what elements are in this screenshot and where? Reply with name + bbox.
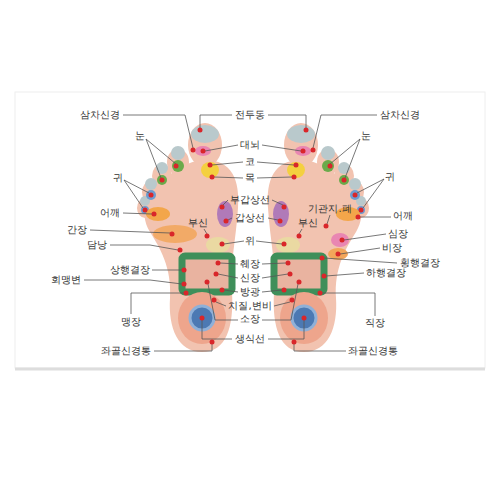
part-label: 소장 — [240, 313, 260, 325]
part-label: 상행결장 — [110, 264, 150, 276]
part-label: 좌골신경통 — [348, 345, 398, 357]
part-label: 눈 — [135, 130, 145, 142]
part-label: 췌장 — [240, 258, 260, 270]
part-label: 하행결장 — [366, 267, 406, 279]
part-label: 치질,변비 — [228, 300, 271, 312]
part-label: 어깨 — [100, 207, 120, 219]
part-label: 어깨 — [393, 210, 413, 222]
part-label: 방광 — [240, 286, 260, 298]
part-label: 신장 — [240, 272, 260, 284]
part-label: 회맹변 — [51, 274, 81, 286]
part-label: 위 — [245, 235, 255, 247]
part-label: 심장 — [388, 228, 408, 240]
part-label: 부신 — [298, 217, 318, 229]
part-label: 기관지.폐 — [308, 203, 351, 215]
part-label: 갑상선 — [235, 212, 265, 224]
part-label: 삼차신경 — [80, 109, 120, 121]
part-label: 맹장 — [121, 316, 141, 328]
part-label: 직장 — [365, 317, 385, 329]
part-label: 부신 — [188, 217, 208, 229]
part-label: 비장 — [382, 242, 402, 254]
part-label: 간장 — [67, 224, 87, 236]
part-label: 부갑상선 — [230, 194, 270, 206]
part-label: 목 — [245, 172, 255, 184]
part-label: 코 — [245, 156, 255, 168]
part-label: 귀 — [385, 171, 395, 183]
part-label: 좌골신경통 — [101, 345, 151, 357]
part-label: 삼차신경 — [380, 109, 420, 121]
part-label: 생식선 — [235, 333, 265, 345]
part-label: 전두동 — [235, 109, 265, 121]
part-label: 대뇌 — [240, 139, 260, 151]
part-label: 담낭 — [87, 239, 107, 251]
part-label: 횡행결장 — [400, 257, 440, 269]
part-label: 귀 — [113, 172, 123, 184]
part-label: 눈 — [361, 130, 371, 142]
